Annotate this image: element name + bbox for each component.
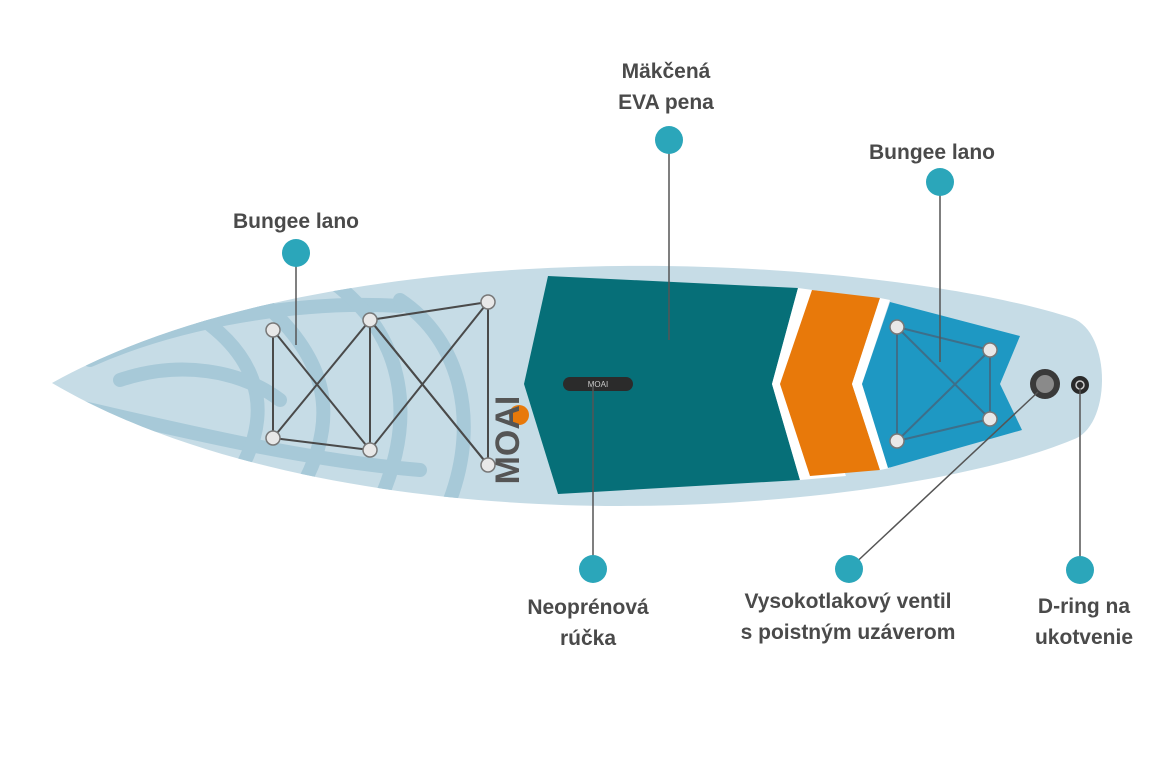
marker-valve — [835, 555, 863, 583]
deck-chevron-white-2 — [852, 298, 890, 470]
neoprene-handle — [563, 377, 633, 391]
moai-logo: MOAI — [489, 396, 529, 485]
label-handle: Neoprénová rúčka — [527, 596, 649, 650]
marker-bungee-rear — [926, 168, 954, 196]
front-bungee-anchors — [265, 294, 496, 473]
label-bungee-front: Bungee lano — [232, 210, 360, 233]
callout-markers — [282, 126, 1094, 584]
label-bungee-rear: Bungee lano — [868, 141, 996, 164]
callout-leader-lines — [295, 140, 1081, 570]
label-eva-foam: Mäkčená EVA pena — [618, 60, 714, 114]
label-valve: Vysokotlakový ventil s poistným uzáverom — [740, 590, 956, 644]
label-d-ring: D-ring na ukotvenie — [1034, 595, 1134, 649]
marker-eva-foam — [655, 126, 683, 154]
deck-chevron-orange — [780, 290, 880, 476]
moai-logo-text: MOAI — [489, 396, 527, 485]
rear-bungee-cord — [896, 325, 991, 444]
rear-bungee-anchors — [889, 319, 998, 449]
marker-d-ring — [1066, 556, 1094, 584]
marker-handle — [579, 555, 607, 583]
marker-bungee-front — [282, 239, 310, 267]
handle-logo-text: MOAI — [588, 380, 608, 389]
tail-deck-pad — [862, 302, 1022, 468]
